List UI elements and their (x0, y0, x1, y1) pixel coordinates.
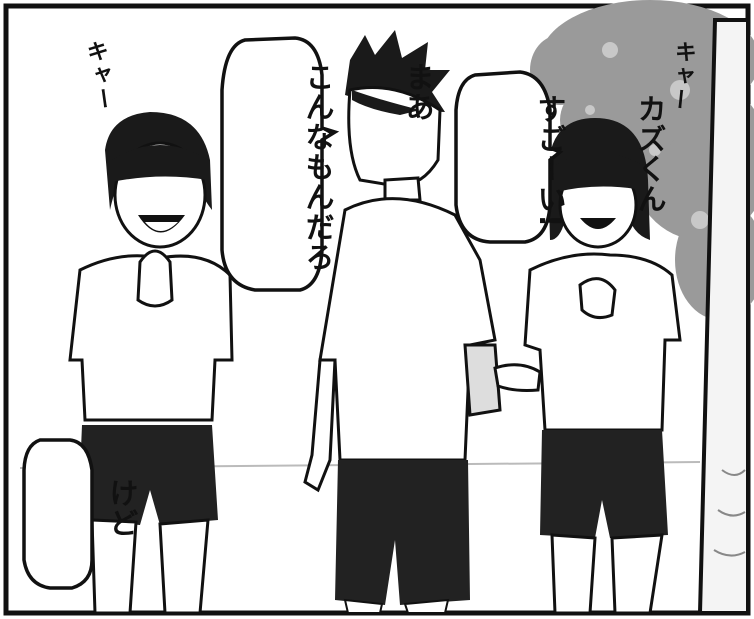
speech-bubble-bottom-shape (22, 438, 94, 590)
speech-bubble-left: まあ こんなもんだろ (234, 62, 501, 272)
speech-line: すごーい! (533, 94, 568, 229)
speech-bubble-right-shape (454, 70, 564, 244)
building-details (713, 469, 746, 557)
left-girl (68, 112, 234, 615)
speech-bubble-left-shape (220, 36, 340, 292)
speech-bubble-right: カズくん すごーい! (466, 94, 733, 228)
speech-line: まあ (401, 62, 436, 122)
speech-bubble-bottom: けど (38, 478, 205, 538)
right-girl (493, 118, 682, 615)
speech-line: こんなもんだろ (301, 62, 336, 272)
speech-line: カズくん (633, 94, 668, 214)
center-boy (303, 30, 502, 614)
building-edge (697, 18, 750, 615)
speech-line: けど (105, 478, 140, 538)
